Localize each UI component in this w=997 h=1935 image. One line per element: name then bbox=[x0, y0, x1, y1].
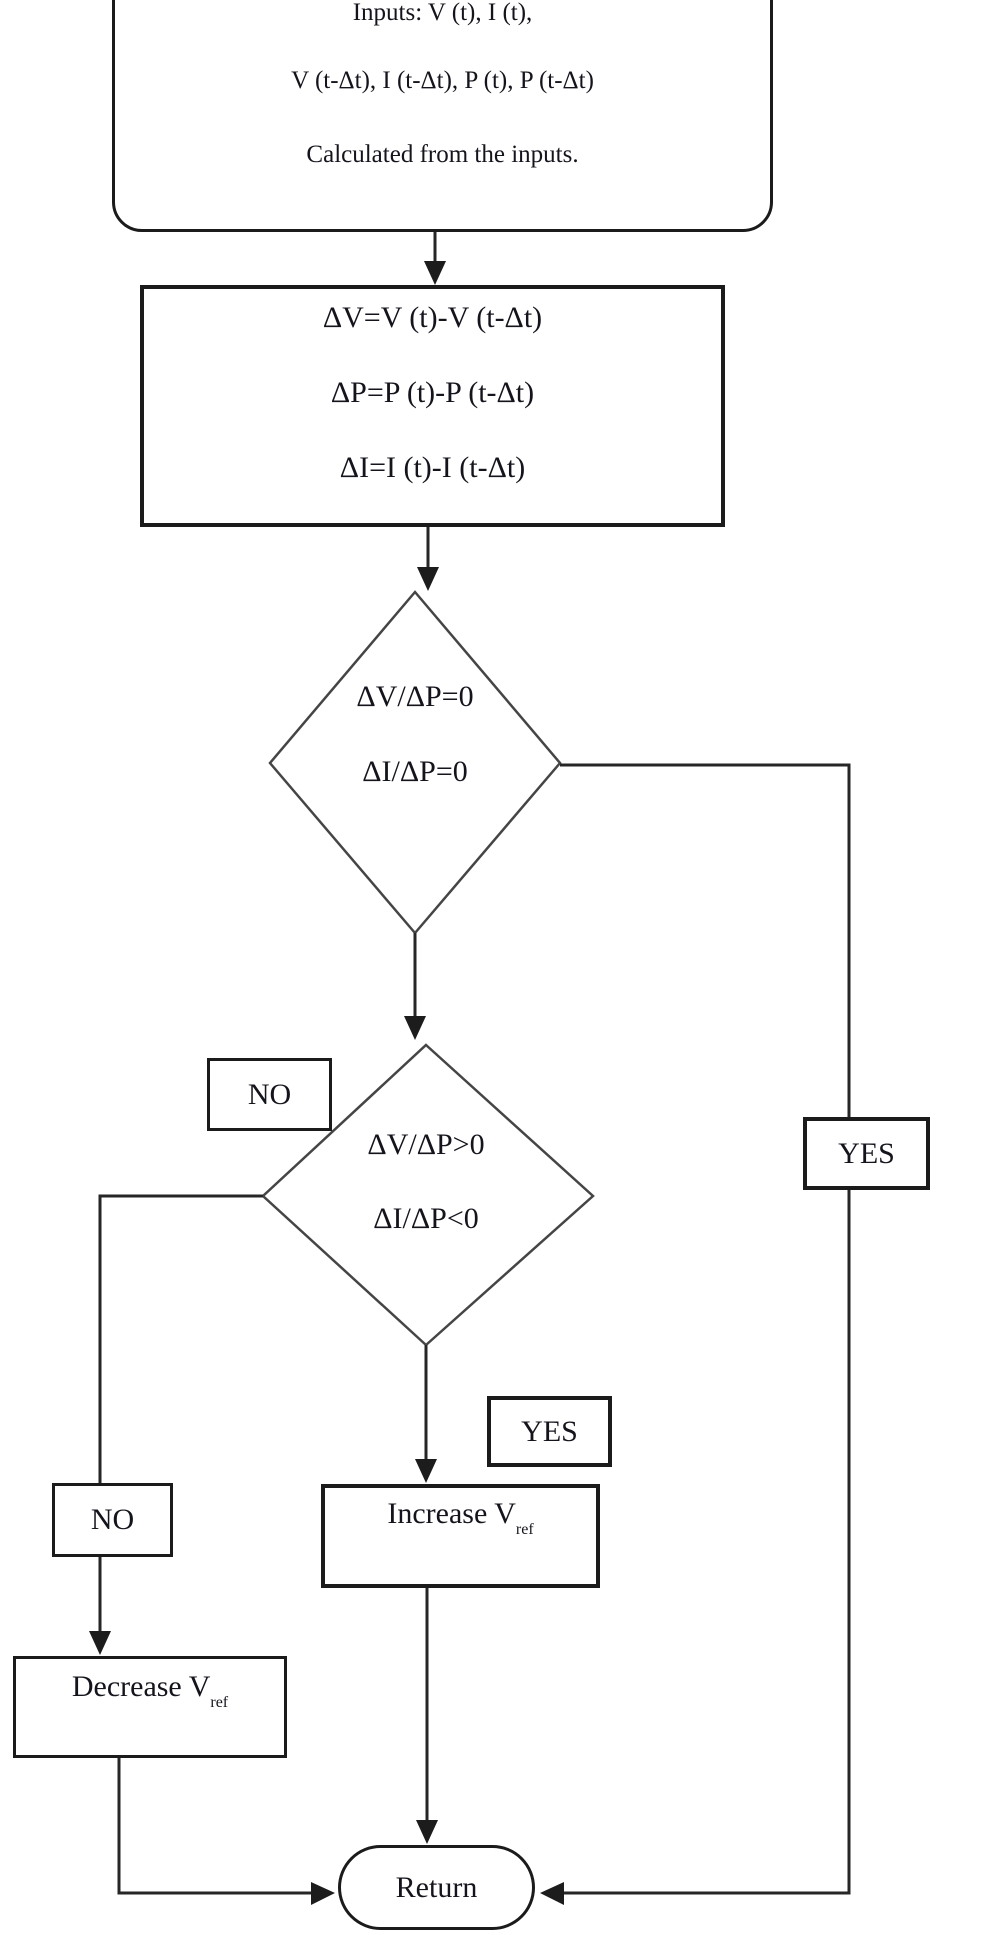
calc-line-2: ΔP=P (t)-P (t-Δt) bbox=[330, 376, 535, 409]
decision2-line-2: ΔI/ΔP<0 bbox=[373, 1202, 479, 1235]
increase-vref-subscript: ref bbox=[515, 1521, 534, 1538]
arrowhead-into-calc bbox=[424, 261, 446, 285]
decision1-line-1: ΔV/ΔP=0 bbox=[356, 680, 474, 713]
decrease-vref-label: Decrease Vref bbox=[16, 1670, 284, 1711]
decision2-line-1: ΔV/ΔP>0 bbox=[367, 1128, 485, 1161]
inputs-line-3: Calculated from the inputs. bbox=[306, 141, 579, 168]
inputs-line-2: V (t-Δt), I (t-Δt), P (t), P (t-Δt) bbox=[291, 67, 594, 94]
arrowhead-into-increase bbox=[415, 1459, 437, 1483]
inputs-node: Inputs: V (t), I (t), V (t-Δt), I (t-Δt)… bbox=[112, 0, 773, 232]
decrease-vref-text: Decrease V bbox=[71, 1670, 211, 1703]
decision2-yes-label-box: YES bbox=[487, 1396, 612, 1467]
arrowhead-into-decision1 bbox=[417, 567, 439, 591]
edge-decision1-yes-to-return bbox=[560, 763, 851, 1895]
decision1-yes-label: YES bbox=[838, 1136, 895, 1170]
decision1-yes-label-box: YES bbox=[803, 1117, 930, 1190]
decrease-vref-node: Decrease Vref bbox=[13, 1656, 287, 1758]
arrowhead-into-return-right bbox=[540, 1882, 564, 1905]
decision2-no-label-box: NO bbox=[52, 1483, 173, 1557]
increase-vref-label: Increase Vref bbox=[325, 1497, 596, 1538]
arrowhead-into-decrease bbox=[89, 1631, 111, 1655]
calc-line-1: ΔV=V (t)-V (t-Δt) bbox=[322, 301, 543, 334]
increase-vref-node: Increase Vref bbox=[321, 1484, 600, 1588]
calculations-node: ΔV=V (t)-V (t-Δt) ΔP=P (t)-P (t-Δt) ΔI=I… bbox=[140, 285, 725, 527]
return-label: Return bbox=[395, 1870, 478, 1904]
decision2-no-label: NO bbox=[90, 1503, 135, 1536]
arrowhead-into-decision2 bbox=[404, 1016, 426, 1040]
decision1-line-2: ΔI/ΔP=0 bbox=[362, 755, 468, 788]
edge-decrease-to-return bbox=[117, 1758, 311, 1895]
inputs-line-1: Inputs: V (t), I (t), bbox=[352, 0, 533, 26]
arrowhead-into-return-left bbox=[311, 1882, 335, 1905]
decision1-no-label-box: NO bbox=[207, 1058, 332, 1131]
decision2-yes-label: YES bbox=[521, 1414, 578, 1448]
decrease-vref-subscript: ref bbox=[210, 1694, 229, 1711]
increase-vref-text: Increase V bbox=[387, 1497, 516, 1530]
decision1-no-label: NO bbox=[247, 1077, 292, 1111]
edge-decision2-no-path bbox=[98, 1194, 263, 1633]
return-node: Return bbox=[338, 1845, 535, 1930]
arrowhead-into-return-top bbox=[416, 1820, 438, 1844]
calc-line-3: ΔI=I (t)-I (t-Δt) bbox=[339, 451, 526, 484]
